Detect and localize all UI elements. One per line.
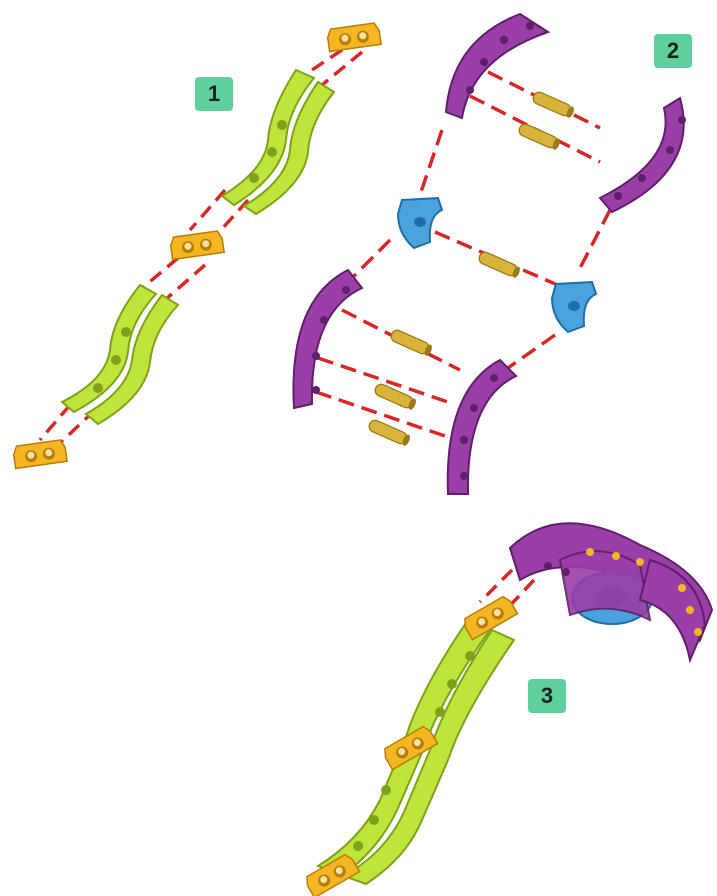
- peg-4: [388, 327, 435, 358]
- purple-arc-bottom-right: [446, 358, 518, 495]
- lime-beam-lower: [60, 283, 180, 426]
- orange-connector-top: [325, 21, 382, 53]
- step-3-assembly: [302, 522, 714, 896]
- chain-head-assembly: [508, 522, 714, 664]
- peg-5: [372, 381, 419, 412]
- step-1-assembly: [11, 21, 382, 470]
- peg-3: [476, 249, 523, 280]
- peg-2: [516, 121, 563, 152]
- orange-connector-middle: [168, 229, 225, 261]
- lime-beam-upper: [220, 68, 336, 216]
- orange-connector-bottom: [11, 438, 68, 470]
- blue-bracket-right: [551, 281, 597, 333]
- purple-arc-top-right: [598, 96, 686, 214]
- guide-lines-step-3: [478, 568, 536, 614]
- peg-1: [530, 89, 577, 120]
- step-badge-1: 1: [195, 77, 233, 111]
- blue-bracket-left: [397, 197, 443, 249]
- peg-6: [366, 417, 413, 448]
- step-badge-2: 2: [654, 34, 692, 68]
- step-2-assembly: [292, 12, 686, 495]
- step-badge-3: 3: [528, 679, 566, 713]
- guide-lines-step-2: [315, 70, 612, 438]
- purple-arc-top-left: [444, 12, 551, 120]
- purple-arc-bottom-left: [292, 268, 364, 410]
